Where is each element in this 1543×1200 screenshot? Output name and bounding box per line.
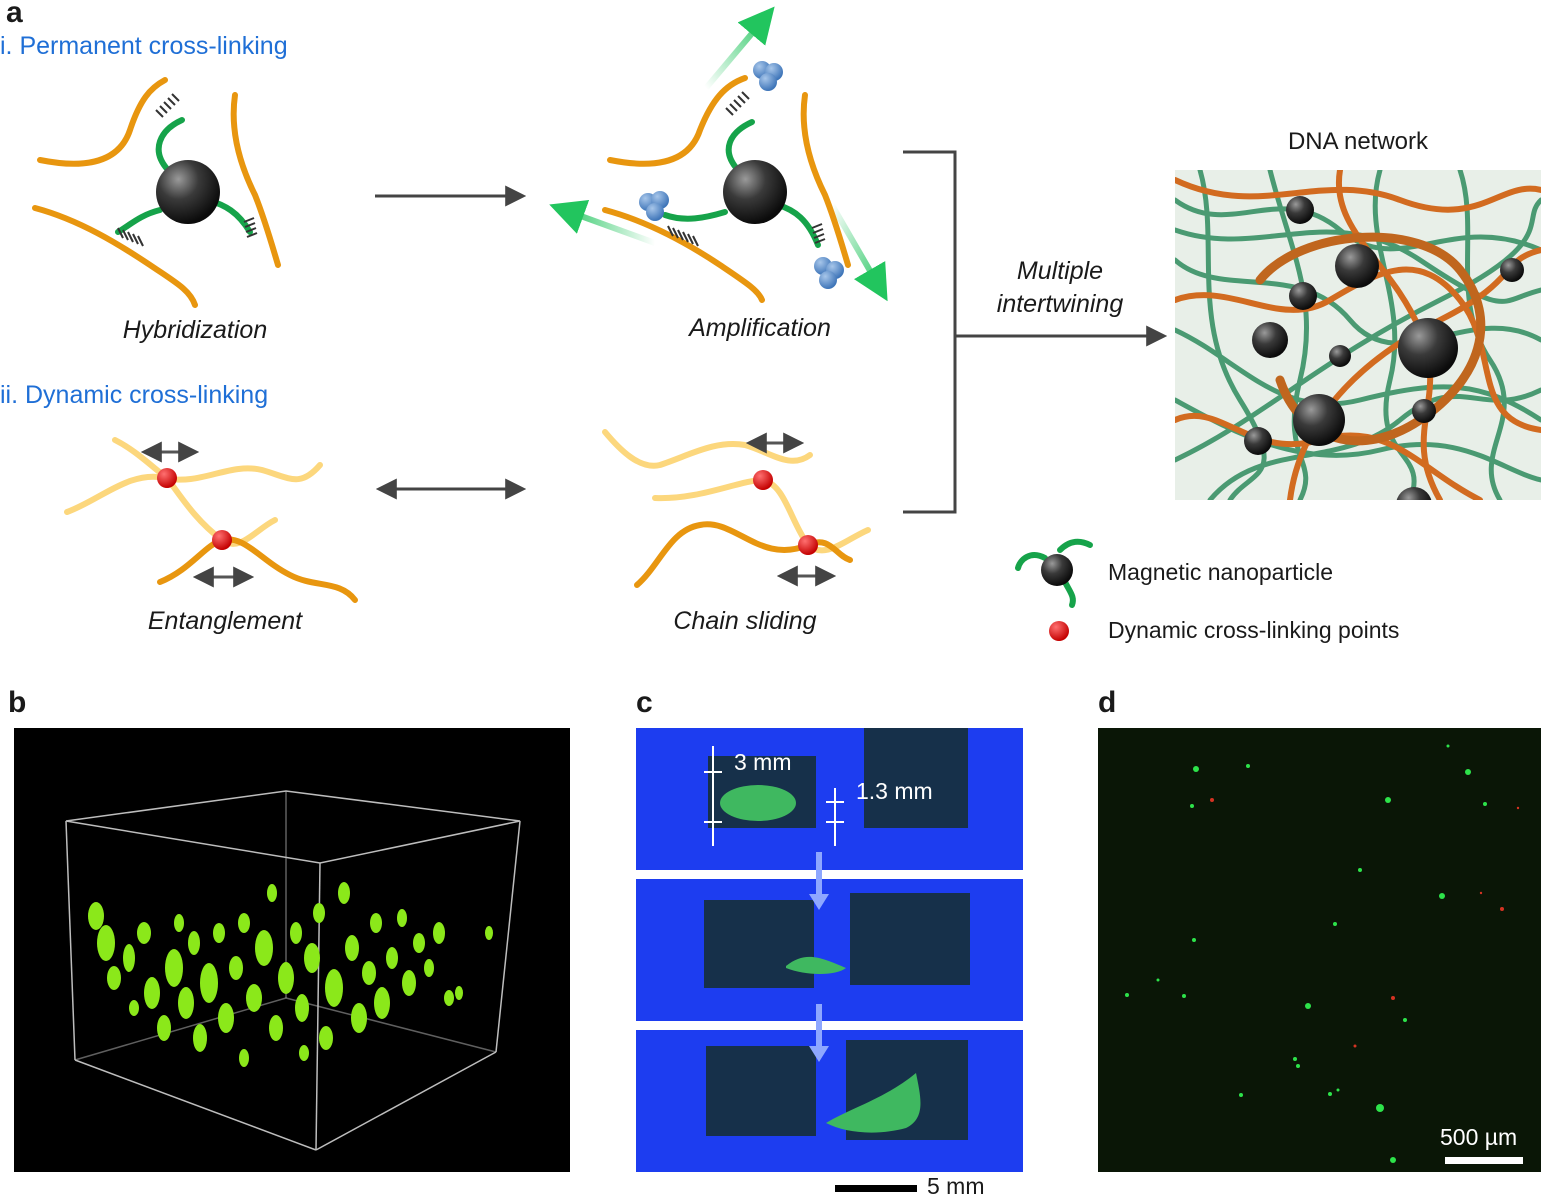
confocal-3d-graphic	[65, 790, 521, 1151]
dna-network-image	[1175, 170, 1541, 500]
confocal-3d-image	[14, 728, 570, 1172]
panel-letter-b: b	[8, 686, 27, 719]
magnetic-actuation-photos	[636, 728, 1023, 1172]
legend-nanoparticle-label: Magnetic nanoparticle	[1108, 559, 1334, 585]
panel-letter-c: c	[636, 686, 653, 719]
dead-cells	[1210, 798, 1520, 1048]
scale-bar-d	[1445, 1157, 1523, 1164]
scale-bar-d-label: 500 µm	[1440, 1124, 1518, 1150]
bracket	[903, 150, 957, 514]
panel-letter-a: a	[6, 0, 23, 29]
network-title: DNA network	[1287, 128, 1429, 155]
entanglement-structure	[64, 437, 358, 603]
fluorescent-particles	[88, 882, 493, 1067]
chain-sliding-structure	[602, 429, 871, 588]
section-ii-title: ii. Dynamic cross-linking	[0, 381, 269, 409]
schematic-graphic	[32, 6, 1541, 641]
section-i-title: i. Permanent cross-linking	[0, 32, 288, 60]
legend-nanoparticle-icon	[1015, 538, 1093, 608]
label-intertwining: intertwining	[996, 290, 1124, 318]
hybridization-structure	[32, 77, 281, 308]
magnetic-actuation-graphic	[636, 728, 1023, 1172]
measure-left-label: 3 mm	[734, 749, 792, 775]
live-cells	[1125, 744, 1487, 1163]
panel-letter-d: d	[1098, 686, 1117, 719]
label-entanglement: Entanglement	[147, 607, 303, 635]
label-hybridization: Hybridization	[122, 316, 268, 344]
live-dead-stain-image	[1098, 728, 1541, 1172]
legend-crosslink-icon	[1049, 621, 1069, 641]
scale-bar-c	[835, 1185, 917, 1192]
amplification-structure	[549, 6, 888, 303]
label-amplification: Amplification	[689, 314, 831, 342]
legend-crosslink-label: Dynamic cross-linking points	[1108, 617, 1400, 643]
measure-right-label: 1.3 mm	[856, 778, 933, 804]
label-multiple: Multiple	[1016, 257, 1104, 285]
scale-bar-c-label: 5 mm	[927, 1173, 985, 1199]
live-dead-graphic	[1125, 744, 1520, 1163]
label-chain-sliding: Chain sliding	[673, 607, 817, 635]
